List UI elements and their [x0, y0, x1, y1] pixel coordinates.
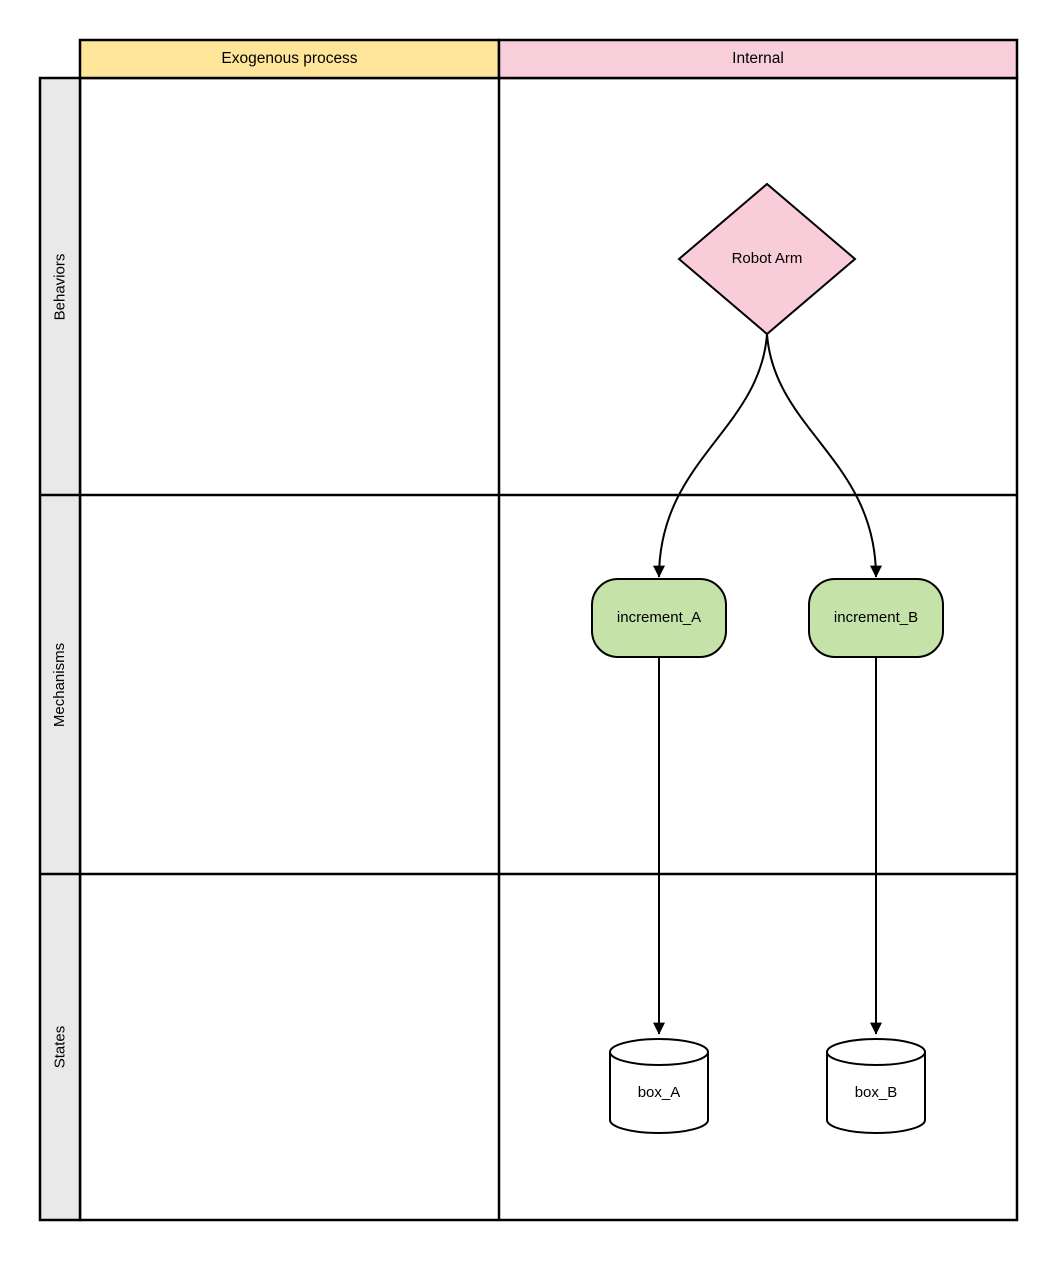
cylinder-body: [609, 1051, 709, 1134]
cylinder-node-box-b: [826, 1038, 926, 1134]
cylinder-top: [826, 1038, 926, 1066]
header-cell-exogenous: [78, 38, 501, 80]
rounded-node-increment-a: [591, 578, 727, 658]
diamond-node-robot-arm: [677, 182, 857, 336]
row-label-column: [38, 76, 82, 1222]
rounded-node-increment-b: [808, 578, 944, 658]
cylinder-body: [826, 1051, 926, 1134]
header-cell-internal: [497, 38, 1019, 80]
cylinder-top: [609, 1038, 709, 1066]
edge-robot-arm-to-increment-b: [766, 333, 882, 578]
edge-robot-arm-to-increment-a: [653, 333, 768, 578]
cylinder-node-box-a: [609, 1038, 709, 1134]
